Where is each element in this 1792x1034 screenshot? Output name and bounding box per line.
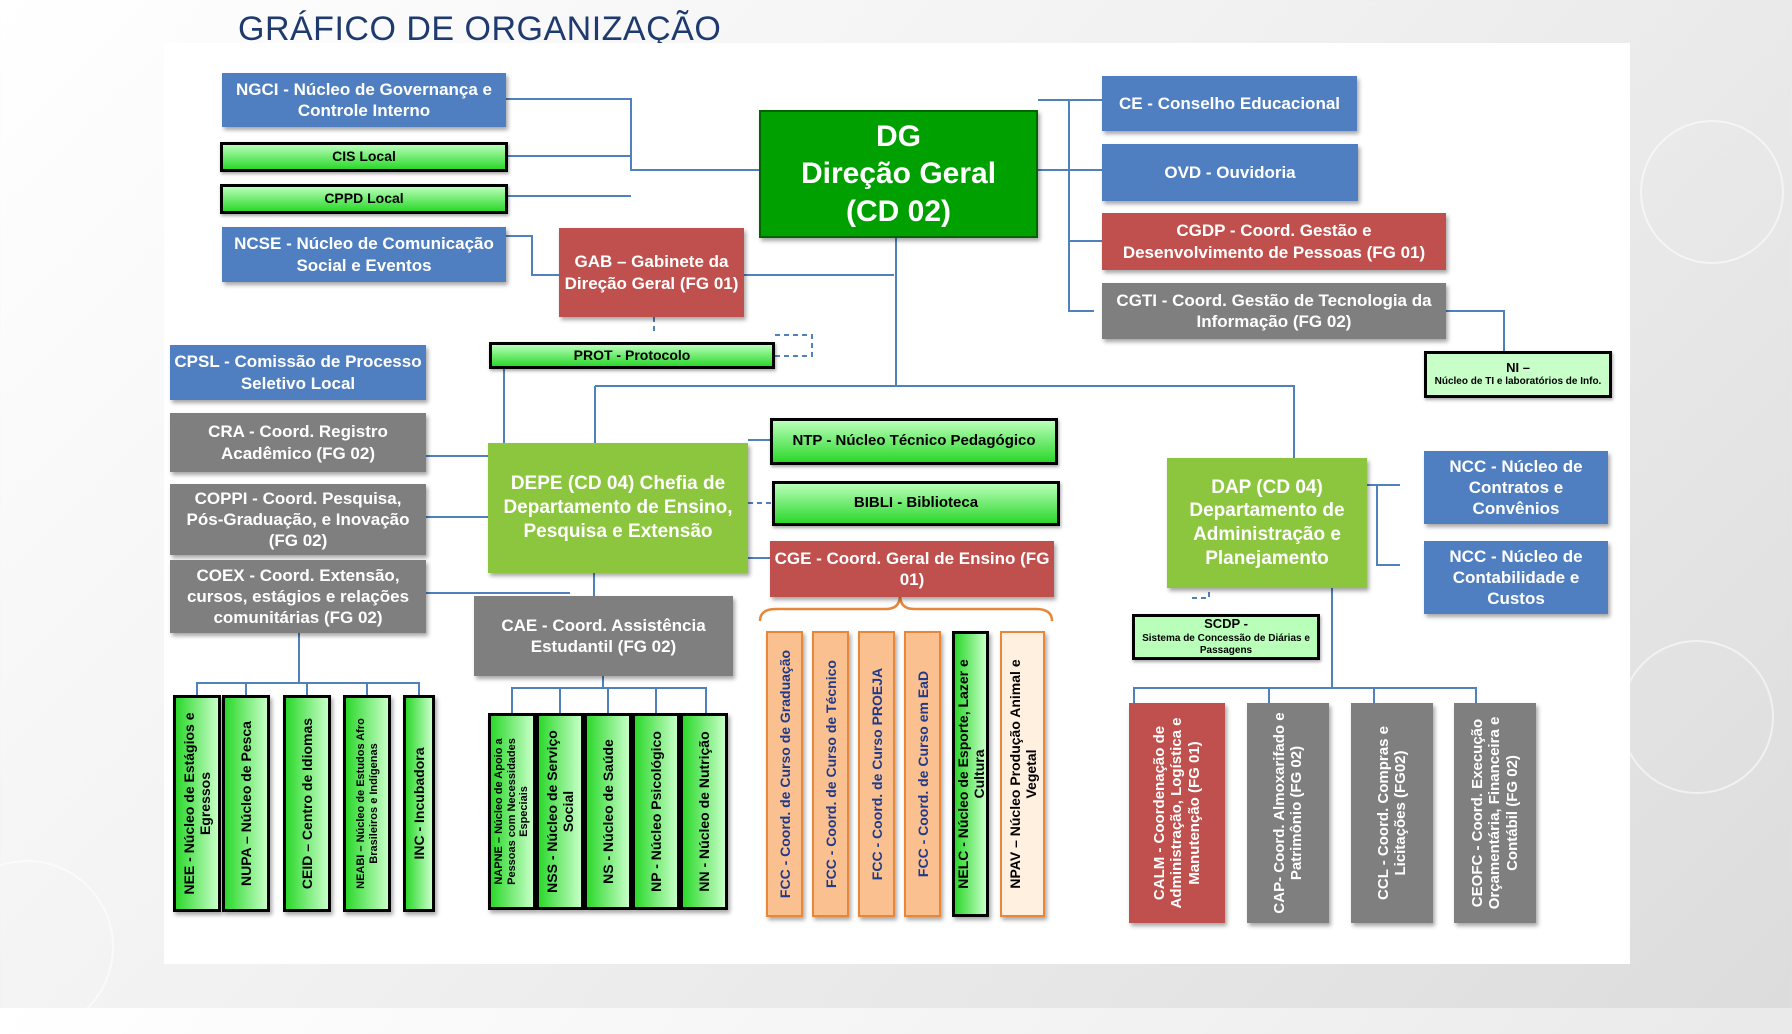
coex-box: COEX - Coord. Extensão, cursos, estágios… bbox=[170, 560, 426, 633]
connector bbox=[1133, 687, 1477, 703]
ncc-contabilidade-box: NCC - Núcleo de Contabilidade e Custos bbox=[1424, 541, 1608, 614]
ntp-box: NTP - Núcleo Técnico Pedagógico bbox=[770, 418, 1058, 465]
unit-label: NS - Núcleo de Saúde bbox=[600, 739, 616, 884]
unit-label: NELC - Núcleo de Esporte, Lazer e Cultur… bbox=[954, 659, 987, 889]
scdp-name: Sistema de Concessão de Diárias e Passag… bbox=[1142, 632, 1310, 657]
cis-box: CIS Local bbox=[220, 142, 508, 172]
coex-unit: NUPA – Núcleo de Pesca bbox=[222, 695, 270, 912]
unit-label: CEOFC - Coord. Execução Orçamentária, Fi… bbox=[1469, 716, 1521, 910]
dg-code: (CD 02) bbox=[845, 194, 951, 228]
coex-unit: CEID – Centro de Idiomas bbox=[283, 695, 331, 912]
unit-label: NEE - Núcleo de Estágios e Egressos bbox=[181, 712, 214, 895]
cge-box: CGE - Coord. Geral de Ensino (FG 01) bbox=[770, 541, 1054, 597]
unit-label: FCC - Coord. de Curso em EaD bbox=[914, 670, 931, 878]
gab-box: GAB – Gabinete da Direção Geral (FG 01) bbox=[559, 228, 744, 317]
ncc-contratos-box: NCC - Núcleo de Contratos e Convênios bbox=[1424, 451, 1608, 524]
coex-unit: INC - Incubadora bbox=[403, 695, 435, 912]
ni-abbr: NI – bbox=[1506, 360, 1530, 376]
unit-label: NUPA – Núcleo de Pesca bbox=[238, 721, 254, 886]
connector bbox=[1038, 99, 1094, 312]
ngci-box: NGCI - Núcleo de Governança e Controle I… bbox=[222, 73, 506, 127]
ni-name: Núcleo de TI e laboratórios de Info. bbox=[1434, 376, 1602, 388]
unit-label: CAP- Coord. Almoxarifado e Patrimônio (F… bbox=[1270, 712, 1305, 914]
org-chart: NGCI - Núcleo de Governança e Controle I… bbox=[164, 43, 1630, 964]
scdp-abbr: SCDP - bbox=[1204, 616, 1248, 632]
background-circle bbox=[1640, 120, 1784, 264]
unit-label: NSS - Núcleo de Serviço Social bbox=[544, 730, 577, 893]
connector bbox=[1189, 583, 1210, 599]
bibli-box: BIBLI - Biblioteca bbox=[772, 481, 1060, 526]
dg-name: Direção Geral bbox=[800, 157, 997, 191]
connector bbox=[506, 235, 559, 276]
cge-unit: FCC - Coord. de Curso de Técnico bbox=[812, 631, 849, 917]
connector bbox=[595, 385, 1295, 458]
cra-box: CRA - Coord. Registro Acadêmico (FG 02) bbox=[170, 413, 426, 472]
slide-title: GRÁFICO DE ORGANIZAÇÃO bbox=[238, 10, 722, 48]
unit-label: CEID – Centro de Idiomas bbox=[299, 717, 315, 890]
unit-label: CCL - Coord. Compras e Licitações (FG02) bbox=[1374, 726, 1409, 900]
unit-label: NPAV – Núcleo Produção Animal e Vegetal bbox=[1006, 659, 1039, 889]
ni-box: NI – Núcleo de TI e laboratórios de Info… bbox=[1424, 351, 1612, 398]
cae-unit: NS - Núcleo de Saúde bbox=[584, 713, 632, 910]
unit-label: INC - Incubadora bbox=[411, 747, 427, 860]
depe-box: DEPE (CD 04) Chefia de Departamento de E… bbox=[488, 443, 748, 573]
cppd-box: CPPD Local bbox=[220, 184, 508, 214]
connector bbox=[506, 98, 759, 171]
cae-unit: NAPNE – Núcleo de Apoio a Pessoas com Ne… bbox=[488, 713, 536, 910]
scdp-box: SCDP - Sistema de Concessão de Diárias e… bbox=[1132, 614, 1320, 660]
ce-box: CE - Conselho Educacional bbox=[1102, 76, 1357, 131]
cge-unit: FCC - Coord. de Curso PROEJA bbox=[858, 631, 895, 917]
cae-unit: NP - Núcleo Psicológico bbox=[632, 713, 680, 910]
cge-unit: NELC - Núcleo de Esporte, Lazer e Cultur… bbox=[952, 631, 989, 917]
cge-unit: FCC - Coord. de Curso em EaD bbox=[904, 631, 941, 917]
cpsl-box: CPSL - Comissão de Processo Seletivo Loc… bbox=[170, 345, 426, 400]
connector bbox=[775, 334, 813, 357]
ovd-box: OVD - Ouvidoria bbox=[1102, 144, 1358, 201]
dg-abbr: DG bbox=[876, 119, 921, 153]
cae-unit: NN - Núcleo de Nutrição bbox=[680, 713, 728, 910]
unit-label: NN - Núcleo de Nutrição bbox=[696, 731, 712, 892]
dap-unit: CCL - Coord. Compras e Licitações (FG02) bbox=[1351, 703, 1433, 923]
connector bbox=[1446, 310, 1505, 351]
cge-brace bbox=[758, 594, 1054, 622]
unit-label: NAPNE – Núcleo de Apoio a Pessoas com Ne… bbox=[493, 738, 531, 885]
unit-label: FCC - Coord. de Curso de Graduação bbox=[776, 649, 793, 899]
cge-unit: NPAV – Núcleo Produção Animal e Vegetal bbox=[1000, 631, 1045, 917]
cae-box: CAE - Coord. Assistência Estudantil (FG … bbox=[474, 596, 733, 676]
unit-label: NEABI – Núcleo de Estudos Afro Brasileir… bbox=[354, 718, 380, 889]
dap-unit: CEOFC - Coord. Execução Orçamentária, Fi… bbox=[1454, 703, 1536, 923]
unit-label: FCC - Coord. de Curso PROEJA bbox=[868, 667, 885, 881]
coppi-box: COPPI - Coord. Pesquisa, Pós-Graduação, … bbox=[170, 484, 426, 555]
coex-unit: NEE - Núcleo de Estágios e Egressos bbox=[173, 695, 221, 912]
prot-box: PROT - Protocolo bbox=[489, 342, 775, 369]
dap-unit: CAP- Coord. Almoxarifado e Patrimônio (F… bbox=[1247, 703, 1329, 923]
cge-unit: FCC - Coord. de Curso de Graduação bbox=[766, 631, 803, 917]
ncse-box: NCSE - Núcleo de Comunicação Social e Ev… bbox=[222, 227, 506, 282]
background-circle bbox=[1620, 640, 1774, 794]
cgti-box: CGTI - Coord. Gestão de Tecnologia da In… bbox=[1102, 283, 1446, 339]
cae-unit: NSS - Núcleo de Serviço Social bbox=[536, 713, 584, 910]
cgdp-box: CGDP - Coord. Gestão e Desenvolvimento d… bbox=[1102, 213, 1446, 270]
dap-box: DAP (CD 04) Departamento de Administraçã… bbox=[1167, 458, 1367, 588]
unit-label: FCC - Coord. de Curso de Técnico bbox=[822, 660, 839, 888]
dap-unit: CALM - Coordenação de Administração, Log… bbox=[1129, 703, 1225, 923]
unit-label: CALM - Coordenação de Administração, Log… bbox=[1151, 717, 1203, 909]
coex-unit: NEABI – Núcleo de Estudos Afro Brasileir… bbox=[343, 695, 391, 912]
dg-box: DG Direção Geral (CD 02) bbox=[759, 110, 1038, 238]
unit-label: NP - Núcleo Psicológico bbox=[648, 731, 664, 892]
